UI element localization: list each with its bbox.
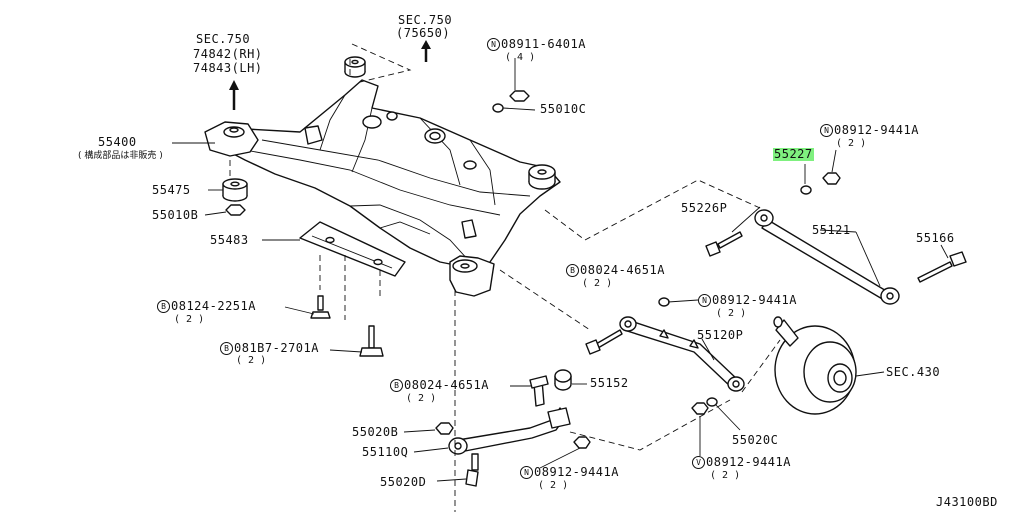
part-55121-code[interactable]: 55121 bbox=[812, 223, 851, 237]
leader-lines bbox=[172, 58, 949, 482]
bolt-08024-mid[interactable] bbox=[585, 329, 623, 355]
bushing-55475[interactable] bbox=[222, 178, 248, 202]
part-08024-mid-qty: ( 2 ) bbox=[582, 278, 613, 289]
washer-55020c[interactable] bbox=[706, 397, 718, 407]
link-55110q[interactable] bbox=[448, 407, 571, 455]
part-08912-low-code: 08912-9441A bbox=[534, 465, 619, 479]
arrow-sec750-top bbox=[421, 40, 431, 62]
washer-55010c[interactable] bbox=[492, 103, 504, 113]
part-081b7-code: 081B7-2701A bbox=[234, 341, 319, 355]
part-08124-qty: ( 2 ) bbox=[174, 314, 205, 325]
part-08912-top-code: 08912-9441A bbox=[834, 123, 919, 137]
part-081b7-qty: ( 2 ) bbox=[236, 355, 267, 366]
nut-55020b[interactable] bbox=[435, 422, 454, 435]
bolt-55226p[interactable] bbox=[705, 231, 743, 257]
mount-bushing-right[interactable] bbox=[528, 164, 556, 190]
part-55227-code-highlighted[interactable]: 55227 bbox=[773, 147, 814, 161]
part-08912-low-qty: ( 2 ) bbox=[538, 480, 569, 491]
sec430-code[interactable]: SEC.430 bbox=[886, 365, 941, 379]
nut-55010b[interactable] bbox=[225, 204, 246, 216]
bolt-081b7[interactable] bbox=[359, 325, 384, 357]
washer-08912-mid[interactable] bbox=[658, 297, 670, 307]
nut-08912-low[interactable] bbox=[573, 436, 591, 449]
part-08912-top-qty: ( 2 ) bbox=[836, 138, 867, 149]
guide-lines bbox=[229, 43, 781, 512]
part-55400-code[interactable]: 55400 bbox=[98, 135, 137, 149]
sec750-left-line2: 74843(LH) bbox=[193, 61, 263, 75]
axle-housing-sec430[interactable] bbox=[773, 316, 857, 415]
part-08911-qty: ( 4 ) bbox=[505, 52, 536, 63]
part-55120p-code[interactable]: 55120P bbox=[697, 328, 744, 342]
bushing-55152[interactable] bbox=[554, 369, 572, 391]
bolt-08024-low[interactable] bbox=[529, 375, 549, 407]
mount-bushing-top[interactable] bbox=[344, 56, 366, 78]
mount-bushing-left[interactable] bbox=[204, 121, 259, 157]
bolt-type-b-icon: B bbox=[566, 264, 579, 277]
nut-type-n-icon: N bbox=[820, 124, 833, 137]
part-08912-mid-code: 08912-9441A bbox=[712, 293, 797, 307]
rear-suspension-member[interactable] bbox=[221, 79, 561, 269]
part-08912-bot-qty: ( 2 ) bbox=[710, 470, 741, 481]
sec750-top-line1: (75650) bbox=[396, 26, 451, 40]
mount-bushing-bottom[interactable] bbox=[449, 255, 495, 297]
bracket-55483[interactable] bbox=[299, 221, 406, 277]
bolt-type-b-icon: B bbox=[390, 379, 403, 392]
part-08024-low-code: 08024-4651A bbox=[404, 378, 489, 392]
part-55020c-code[interactable]: 55020C bbox=[732, 433, 779, 447]
nut-08912-top[interactable] bbox=[822, 172, 841, 185]
part-55166-code[interactable]: 55166 bbox=[916, 231, 955, 245]
bolt-type-b-icon: B bbox=[157, 300, 170, 313]
sec750-top-title: SEC.750 bbox=[398, 13, 453, 27]
part-55020d-code[interactable]: 55020D bbox=[380, 475, 427, 489]
part-55020b-code[interactable]: 55020B bbox=[352, 425, 399, 439]
bolt-08124[interactable] bbox=[310, 295, 331, 319]
bolt-55166[interactable] bbox=[917, 251, 967, 283]
nut-type-n-icon: N bbox=[487, 38, 500, 51]
washer-55227[interactable] bbox=[800, 185, 812, 195]
nut-08912-bot[interactable] bbox=[691, 402, 709, 415]
bolt-55020d[interactable] bbox=[465, 453, 479, 487]
part-55226p-code[interactable]: 55226P bbox=[681, 201, 728, 215]
part-55475-code[interactable]: 55475 bbox=[152, 183, 191, 197]
part-08912-bot-code: 08912-9441A bbox=[706, 455, 791, 469]
bolt-type-b-icon: B bbox=[220, 342, 233, 355]
part-55110q-code[interactable]: 55110Q bbox=[362, 445, 409, 459]
part-08912-mid-qty: ( 2 ) bbox=[716, 308, 747, 319]
link-55120p[interactable] bbox=[619, 316, 745, 392]
nut-type-v-icon: V bbox=[692, 456, 705, 469]
part-08124-code: 08124-2251A bbox=[171, 299, 256, 313]
part-55152-code[interactable]: 55152 bbox=[590, 376, 629, 390]
diagram-code: J43100BD bbox=[936, 495, 998, 509]
part-55010b-code[interactable]: 55010B bbox=[152, 208, 199, 222]
part-55010c-code[interactable]: 55010C bbox=[540, 102, 587, 116]
part-55483-code[interactable]: 55483 bbox=[210, 233, 249, 247]
nut-type-n-icon: N bbox=[698, 294, 711, 307]
part-08024-mid-code: 08024-4651A bbox=[580, 263, 665, 277]
nut-08911[interactable] bbox=[509, 90, 530, 102]
link-55121[interactable] bbox=[754, 209, 900, 305]
arrow-sec750-left bbox=[229, 80, 239, 110]
part-08911-code: 08911-6401A bbox=[501, 37, 586, 51]
part-08024-low-qty: ( 2 ) bbox=[406, 393, 437, 404]
part-55400-note: ( 構成部品は非販売 ) bbox=[78, 151, 163, 161]
sec750-left-title: SEC.750 bbox=[196, 32, 251, 46]
nut-type-n-icon: N bbox=[520, 466, 533, 479]
sec750-left-line1: 74842(RH) bbox=[193, 47, 263, 61]
